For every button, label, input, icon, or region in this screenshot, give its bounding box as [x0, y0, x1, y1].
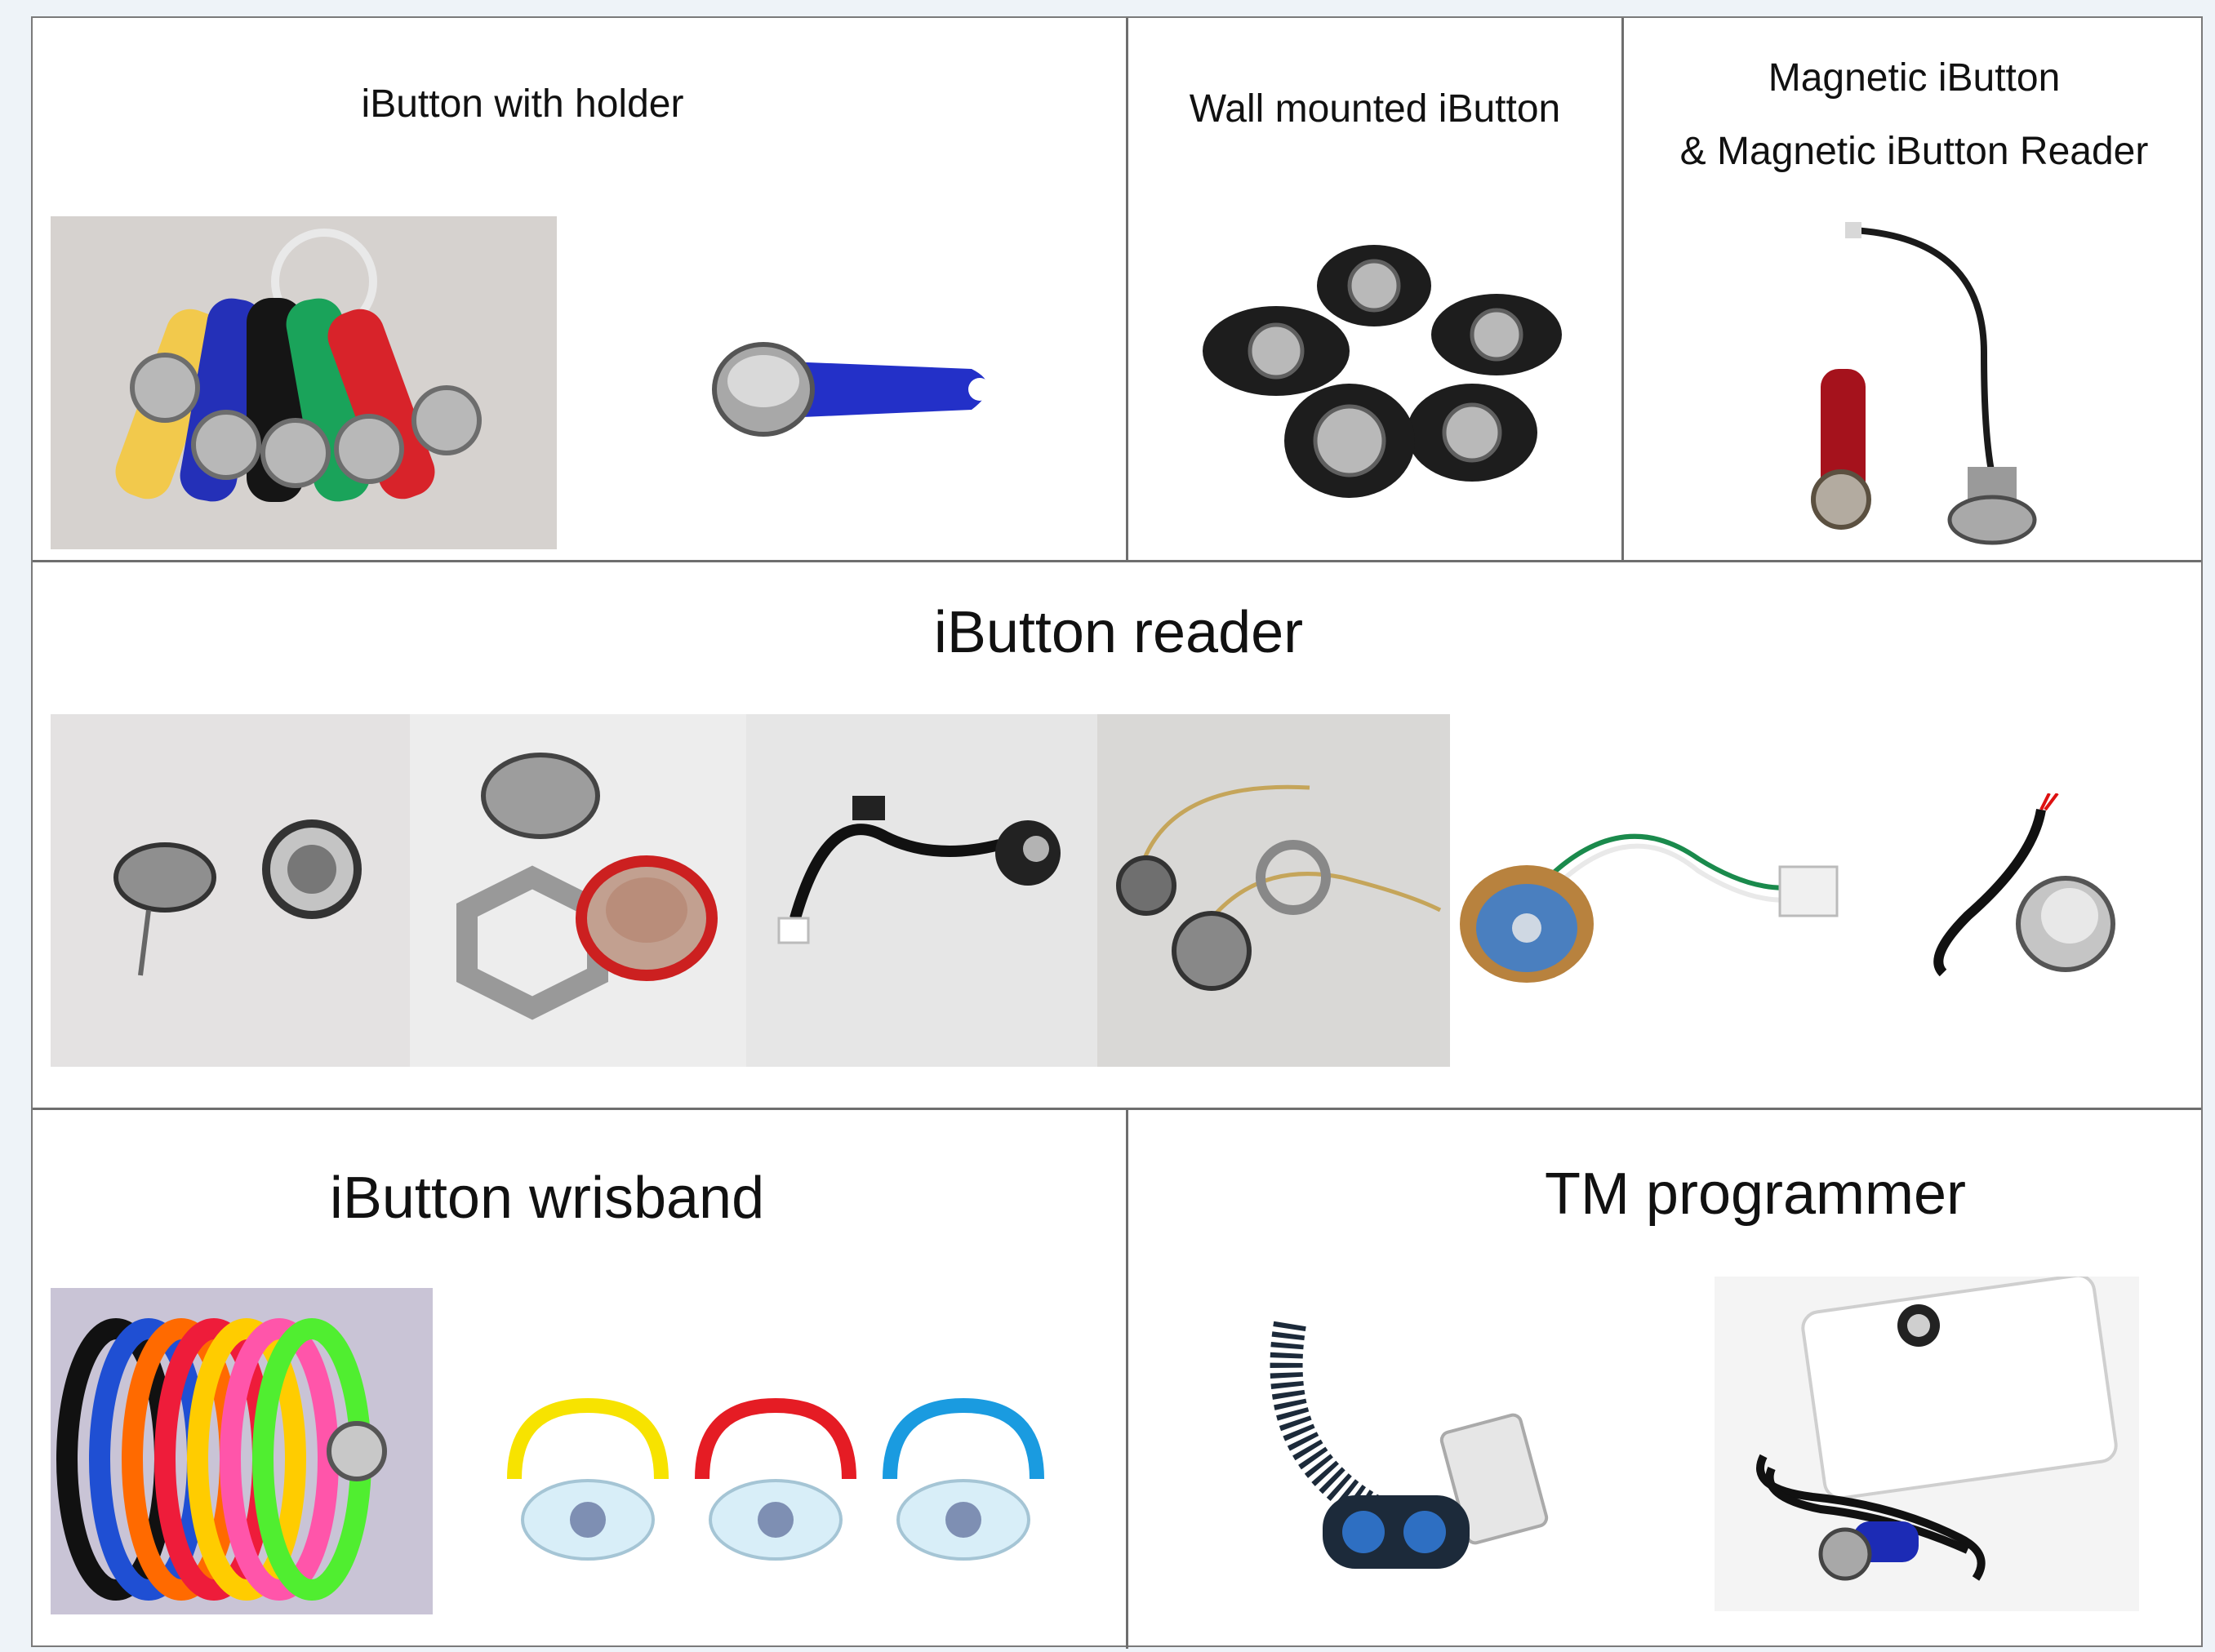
section-title-magnetic-line2: & Magnetic iButton Reader — [1679, 130, 2149, 173]
coiled-cable-reader-photo — [1257, 1291, 1617, 1601]
section-title-wristband: iButton wrisband — [329, 1166, 765, 1231]
cable-probe-photo — [746, 714, 1097, 1067]
divider-row1 — [33, 560, 2201, 562]
led-probe-photo — [1453, 793, 1845, 1006]
probe-pair-photo — [51, 714, 410, 1067]
chrome-probe-photo — [1894, 793, 2139, 989]
metal-probe-nut-photo — [410, 714, 746, 1067]
multicolor-ibutton-keyfobs-photo — [51, 216, 557, 549]
section-title-programmer: TM programmer — [1544, 1161, 1967, 1227]
section-title-wall: Wall mounted iButton — [1189, 87, 1561, 131]
tm-programmer-box-photo — [1715, 1277, 2139, 1611]
silicone-wristbands-photo — [51, 1288, 433, 1614]
divider-col2 — [1621, 18, 1624, 560]
divider-col1 — [1126, 18, 1128, 560]
section-title-reader: iButton reader — [933, 600, 1304, 665]
section-title-holder: iButton with holder — [361, 82, 684, 126]
wall-mount-ibuttons-photo — [1186, 220, 1583, 509]
divider-row2 — [33, 1108, 2201, 1110]
section-title-magnetic-line1: Magnetic iButton — [1768, 56, 2061, 100]
plastic-wristbands-photo — [490, 1389, 1078, 1569]
wired-probe-photo — [1097, 714, 1450, 1067]
product-sheet: iButton with holder Wall mounted iButton — [31, 16, 2203, 1649]
magnetic-reader-photo — [1772, 206, 2082, 548]
blue-holder-ibutton-photo — [702, 328, 1012, 442]
divider-col3 — [1126, 1108, 1128, 1649]
